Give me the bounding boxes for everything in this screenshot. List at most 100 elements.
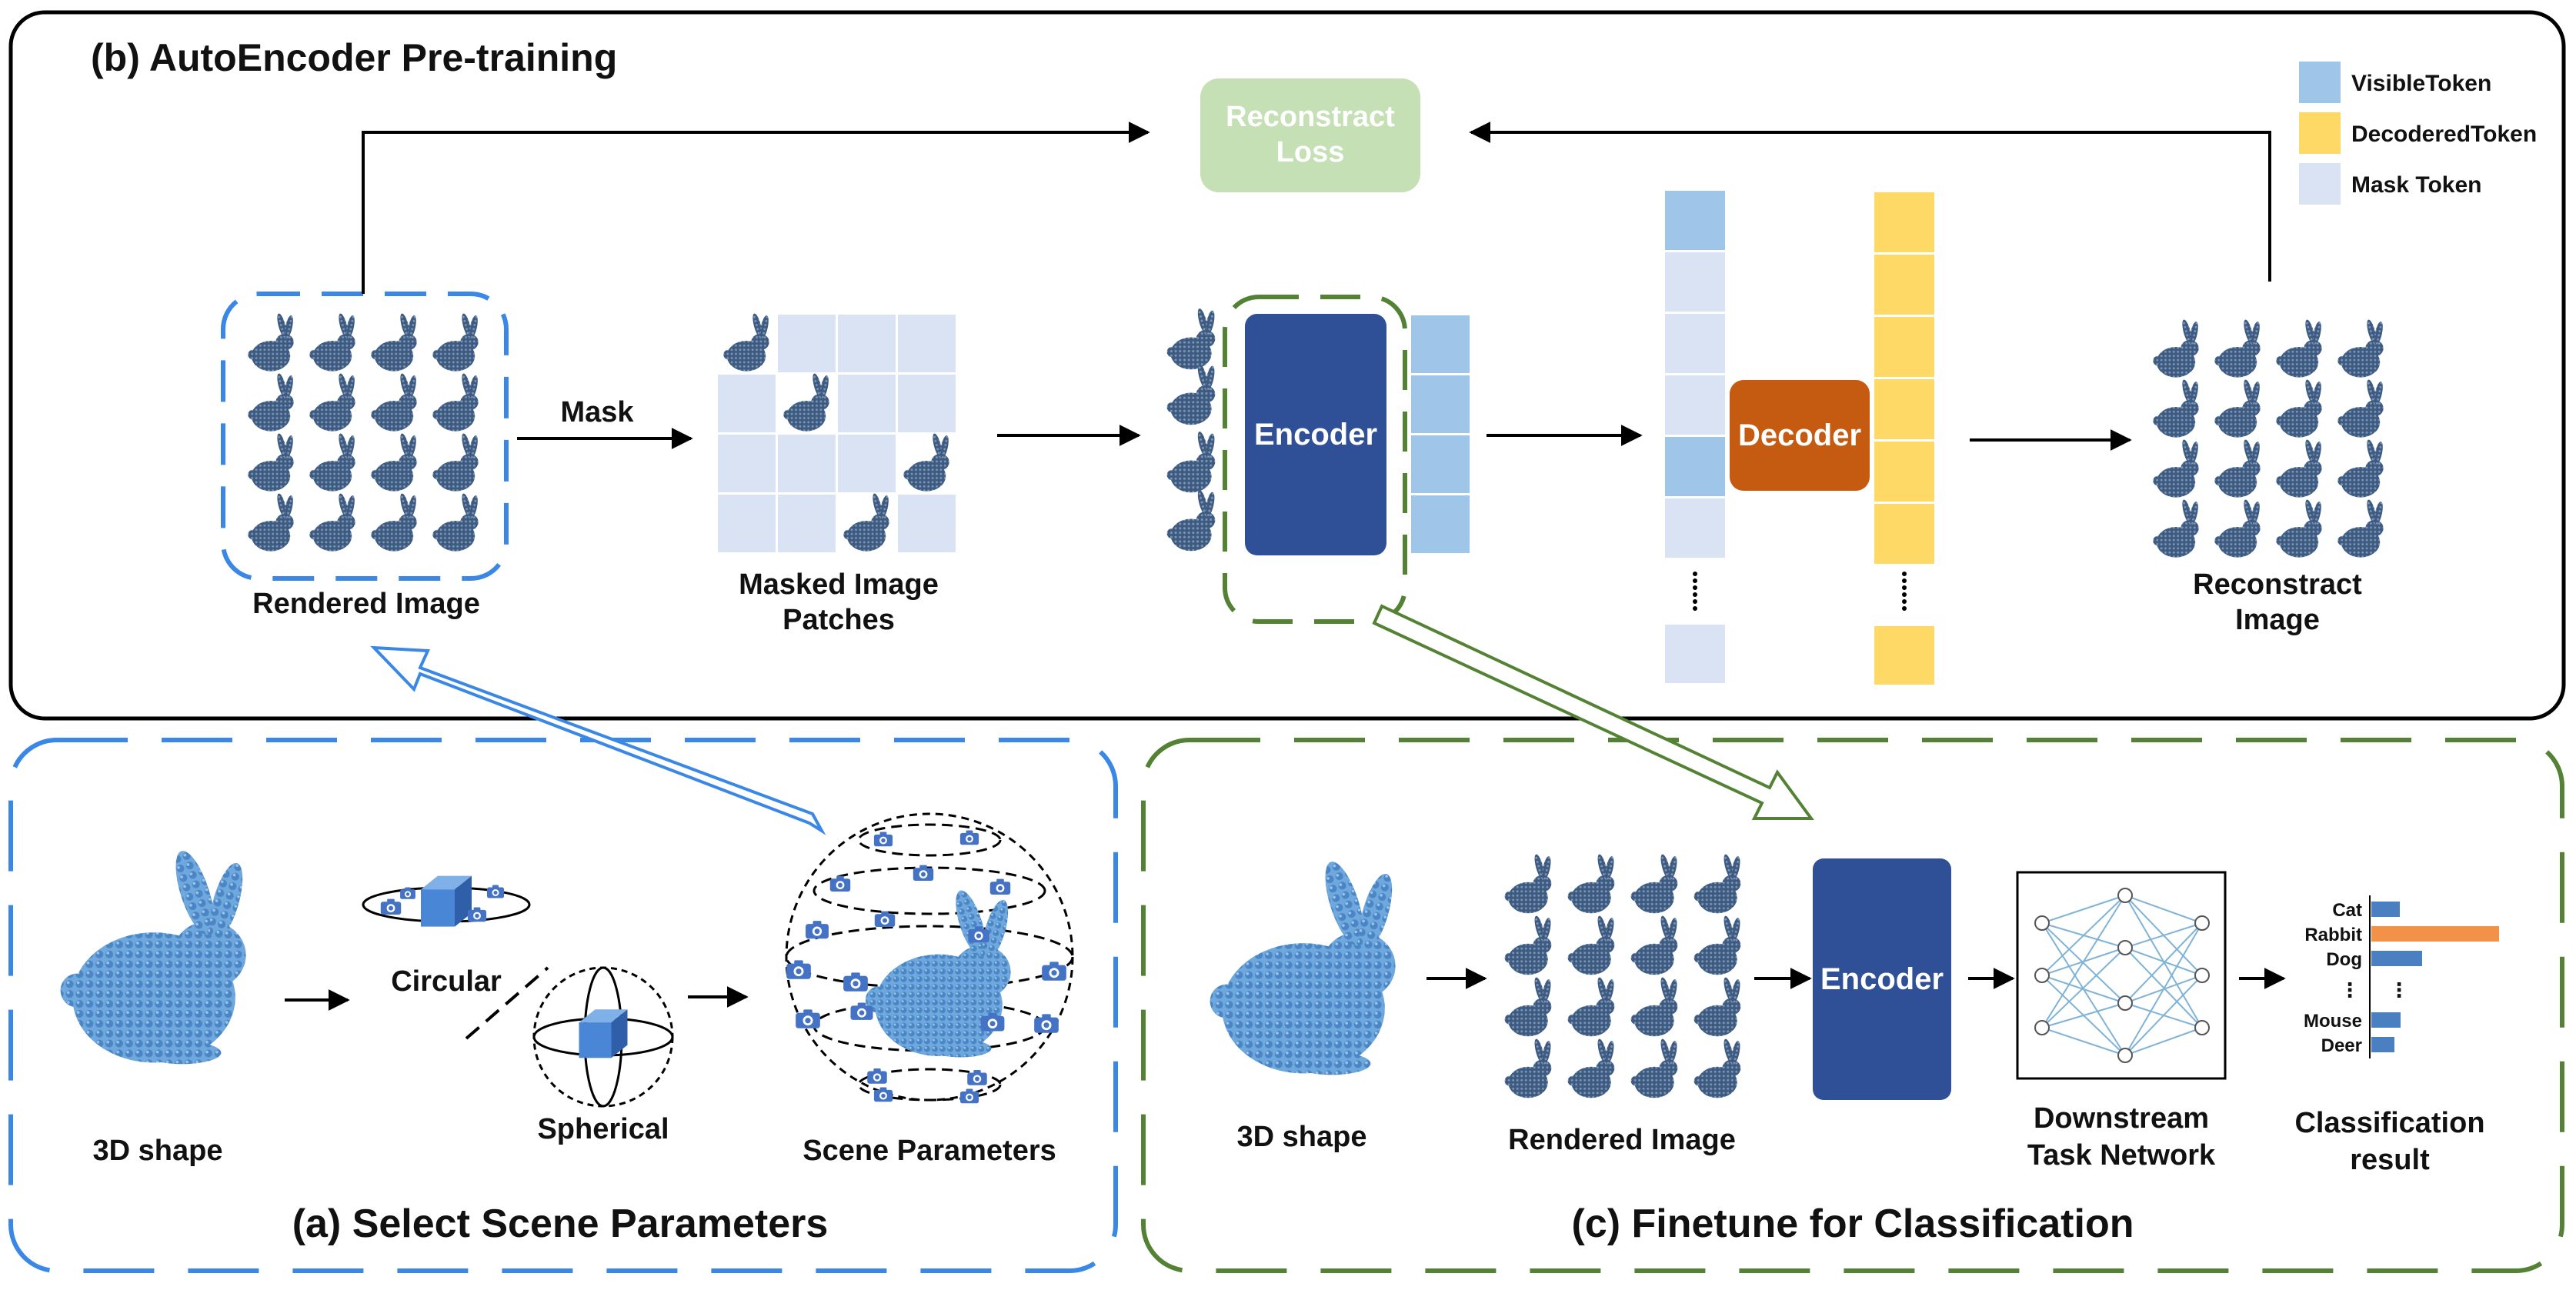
encoder-label: Encoder [1254,418,1377,452]
panel-c-shape-label: 3D shape [1237,1121,1367,1153]
class-bar [2371,926,2499,942]
decoded-token [1874,192,1934,252]
decoder-block [1730,380,1870,491]
panel-c-rendered-label: Rendered Image [1508,1124,1736,1156]
camera-icon [873,832,893,847]
masked-patch [838,315,896,372]
decoded-token [1874,255,1934,315]
panel-a-title: (a) Select Scene Parameters [292,1202,829,1246]
encoder-block [1245,314,1386,555]
decoded-token-column [1874,192,1934,685]
panel-a-shape-label: 3D shape [93,1135,223,1167]
camera-icon [806,921,829,939]
masked-patch [718,435,776,492]
hollow-arrow-encoder-to-finetune [1372,604,1814,820]
encoder-frame [1223,295,1407,624]
rendered-image-label: Rendered Image [252,588,480,620]
bunny-thumbnail [1693,915,1742,975]
class-label: Deer [2321,1035,2362,1056]
masked-patch [778,495,836,552]
masked-patches-label-1: Masked Image [739,568,939,601]
masked-patch [898,315,956,372]
network-node [2034,968,2050,983]
camera-icon [989,878,1011,895]
panel-c-title: (c) Finetune for Classification [1572,1202,2134,1246]
arrow-image-to-loss [362,122,1150,294]
panel-c-bunny [1210,857,1399,1075]
legend-swatch-mask [2299,163,2341,205]
network-node [2194,968,2210,983]
visible-token [1411,375,1470,433]
result-label-2: result [2350,1144,2430,1176]
circular-label: Circular [391,965,502,998]
reconstruct-loss-box [1200,78,1420,192]
bunny-thumbnail [1567,976,1616,1037]
reconstruct-label-1: Reconstract [2193,568,2362,601]
reconstruct-loss-label-1: Reconstract [1226,101,1395,133]
spherical-camera-setup [532,966,674,1108]
class-label: Cat [2332,900,2362,921]
rendered-image-frame [221,292,509,581]
camera-icon [967,1069,987,1085]
masked-patch [718,375,776,432]
camera-icon [843,972,868,992]
masked-patch [838,435,896,492]
masked-patch [778,435,836,492]
legend-swatch-visible [2299,62,2341,103]
class-bar [2371,1037,2394,1052]
bar-ellipsis: ⋮ [2389,978,2409,1002]
task-network-graph [2034,888,2210,1063]
masked-patches-label-2: Patches [782,604,895,636]
network-node [2034,1020,2050,1035]
network-node [2117,888,2133,903]
bunny-thumbnail [1567,1038,1616,1098]
circular-camera-setup [362,875,531,927]
mixed-token-column [1665,191,1725,683]
bunny-thumbnail [1504,915,1553,975]
masked-patch [718,495,776,552]
bunny-thumbnail [1630,853,1679,914]
network-node [2194,1020,2210,1035]
visible-token [1411,435,1470,493]
mask-token [1665,314,1725,373]
bunny-thumbnail [1630,976,1679,1037]
legend-label-mask: Mask Token [2351,172,2482,198]
bunny-thumbnail [1567,853,1616,914]
legend-label-visible: VisibleToken [2351,71,2491,96]
camera-icon [959,830,979,845]
camera-icon [829,875,851,892]
task-network-label-1: Downstream [2034,1102,2209,1135]
bunny-thumbnail [1630,1038,1679,1098]
visible-token [1665,191,1725,250]
mask-token [1665,498,1725,558]
network-node [2034,915,2050,931]
reconstruct-loss-label-2: Loss [1276,136,1345,168]
legend-swatch-decoded [2299,112,2341,154]
hollow-arrow-scene-to-rendered [370,645,826,835]
legend: VisibleToken DecoderedToken Mask Token [2299,62,2537,205]
panel-c-encoder-block [1813,858,1951,1100]
masked-patch [778,315,836,372]
scene-parameters-sphere [785,812,1074,1104]
masked-image-patches [718,312,956,552]
mask-token [1665,252,1725,312]
panel-b-title: (b) AutoEncoder Pre-training [91,36,617,79]
class-bar [2371,951,2422,966]
mask-token [1665,375,1725,435]
bunny-thumbnail [1630,915,1679,975]
scene-parameters-label: Scene Parameters [802,1135,1056,1167]
decoded-token [1874,626,1934,685]
network-node [2117,940,2133,955]
decoded-token [1874,504,1934,564]
class-label: Mouse [2304,1011,2362,1032]
masked-patch [898,375,956,432]
result-label-1: Classification [2294,1107,2484,1139]
network-node [2117,995,2133,1011]
class-label: Dog [2326,949,2362,970]
panel-c-encoder-label: Encoder [1820,962,1944,996]
bunny-thumbnail [1504,976,1553,1037]
panel-a-frame [8,738,1118,1273]
task-network-box [2016,871,2227,1080]
visible-token [1411,315,1470,373]
panel-a-bunny [60,846,249,1065]
